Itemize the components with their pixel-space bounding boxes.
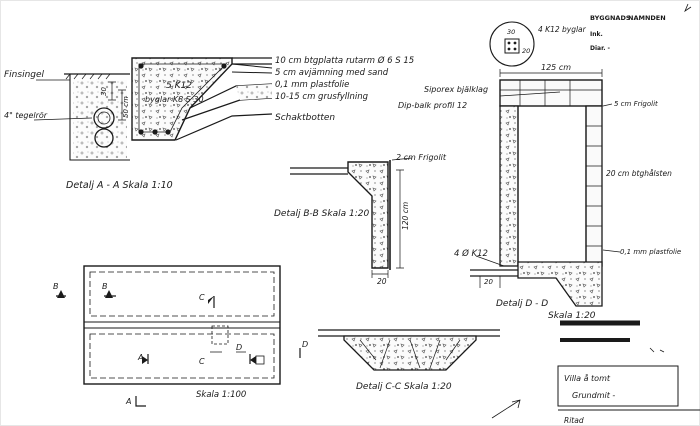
office-name-rest: NAMNDEN: [628, 14, 666, 22]
dim-30-label: 30: [100, 87, 108, 96]
stamp-top-dim: 30: [507, 28, 515, 36]
balk-label: Dip-balk profil 12: [398, 101, 467, 110]
dim-20-d-label: 20: [484, 278, 493, 286]
marker-d-mid: D: [236, 343, 242, 352]
layer-schaktbotten: Schaktbotten: [275, 113, 335, 123]
blocks-label: 20 cm btghålsten: [606, 169, 672, 178]
detail-c-c: Detalj C-C Skala 1:20: [318, 329, 500, 392]
dim-120-label: 120 cm: [401, 202, 410, 230]
detail-d-d: 125 cm Siporex bjälklag Dip-balk profil …: [398, 63, 681, 321]
marker-c-bottom: C: [199, 357, 205, 366]
dim-50-label: 50 cm: [122, 96, 130, 118]
dim-20-label: 20: [377, 277, 387, 286]
detail-b-b: 2 cm Frigolit 120 cm 20 Detalj B-B Skala…: [274, 153, 447, 286]
marker-d-right: D: [302, 340, 308, 349]
diar-label: Diar. -: [590, 45, 611, 52]
frigolit-label: 2 cm Frigolit: [396, 153, 447, 162]
project-name: Villa å tomt: [564, 373, 611, 383]
detail-c-caption: Detalj C-C Skala 1:20: [356, 382, 452, 392]
marker-b-left: B: [53, 282, 59, 291]
frigolit-top-label: 5 cm Frigolit: [614, 100, 658, 108]
detail-a-a: Finsingel 4" tegelrör 5 K12 byglar K8 S …: [4, 55, 414, 191]
stamp-note: 4 K12 byglar: [538, 25, 587, 34]
layer-slab: 10 cm btgplatta rutarm Ø 6 S 15: [275, 55, 414, 66]
plan-view: B B C A C D D A Skala 1:100: [53, 265, 308, 407]
layer-folie: 0,1 mm plastfolie: [275, 80, 349, 90]
folie-label: 0,1 mm plastfolie: [620, 248, 681, 256]
title-block-top: BYGGNADS NAMNDEN Ink. Diar. -: [590, 3, 692, 52]
detail-b-caption: Detalj B-B Skala 1:20: [274, 209, 369, 219]
rebar-label: 4 Ø K12: [454, 248, 488, 259]
title-block-bottom: Villa å tomt Grundmit - Ritad: [491, 320, 700, 425]
layer-gravel: 10-15 cm grusfyllning: [275, 92, 369, 102]
width-125-label: 125 cm: [541, 63, 571, 72]
stirrup-label: byglar K8 S 30: [145, 95, 204, 104]
detail-d-scale: Skala 1:20: [548, 311, 596, 321]
bar-top-label: 5 K12: [166, 81, 192, 91]
siporex-label: Siporex bjälklag: [424, 85, 488, 94]
marker-c-top: C: [199, 293, 205, 302]
stamp-side-dim: 20: [522, 47, 530, 55]
marker-a-bottom: A: [125, 397, 131, 406]
section-stamp: 30 20 4 K12 byglar: [489, 21, 587, 67]
office-name: BYGGNADS: [590, 14, 631, 22]
ink-label: Ink.: [590, 31, 603, 38]
layer-sand: 5 cm avjämning med sand: [275, 68, 389, 78]
drawn-label: Ritad: [564, 416, 584, 425]
marker-b-right: B: [102, 282, 108, 291]
detail-a-caption: Detalj A - A Skala 1:10: [66, 180, 173, 191]
tegelror-label: 4" tegelrör: [4, 111, 48, 120]
finsingel-label: Finsingel: [4, 70, 45, 80]
plan-scale: Skala 1:100: [196, 390, 246, 400]
marker-a-left: A: [137, 353, 143, 362]
detail-d-caption: Detalj D - D: [496, 299, 548, 309]
project-subject: Grundmit -: [572, 391, 615, 400]
